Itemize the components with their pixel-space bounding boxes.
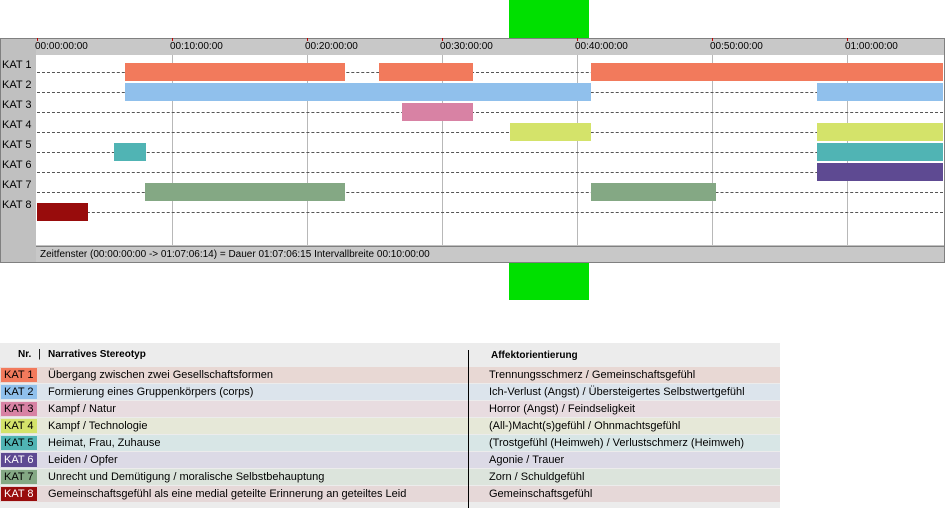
tick-mark — [442, 38, 443, 41]
category-segment[interactable] — [590, 183, 717, 201]
row-label: KAT 3 — [2, 99, 32, 111]
row-label: KAT 5 — [2, 139, 32, 151]
legend-row: KAT 8 Gemeinschaftsgefühl als eine medial… — [0, 486, 780, 502]
row-label: KAT 4 — [2, 119, 32, 131]
row-label: KAT 6 — [2, 159, 32, 171]
row-guide — [37, 212, 943, 213]
affekt-text: Ich-Verlust (Angst) / Übersteigertes Sel… — [489, 386, 745, 398]
status-bar: Zeitfenster (00:00:00:00 -> 01:07:06:14)… — [36, 246, 944, 262]
row-guide — [37, 132, 943, 133]
category-badge: KAT 4 — [1, 419, 37, 433]
category-segment[interactable] — [817, 123, 943, 141]
stereotyp-text: Übergang zwischen zwei Gesellschaftsform… — [48, 369, 273, 381]
category-badge: KAT 2 — [1, 385, 37, 399]
legend-header-stereotyp: Narratives Stereotyp — [48, 349, 146, 360]
affekt-text: (All-)Macht(s)gefühl / Ohnmachtsgefühl — [489, 420, 681, 432]
grid-line — [307, 55, 308, 245]
category-badge: KAT 5 — [1, 436, 37, 450]
tick-label: 00:10:00:00 — [170, 41, 223, 52]
affekt-text: Zorn / Schuldgefühl — [489, 471, 585, 483]
tick-mark — [37, 38, 38, 41]
legend-row: KAT 2 Formierung eines Gruppenkörpers (co… — [0, 384, 780, 400]
tick-label: 00:00:00:00 — [35, 41, 88, 52]
category-segment[interactable] — [817, 83, 943, 101]
category-segment[interactable] — [113, 143, 147, 161]
legend-row: KAT 1 Übergang zwischen zwei Gesellschaft… — [0, 367, 780, 383]
row-guide — [37, 112, 943, 113]
grid-line — [442, 55, 443, 245]
tick-mark — [307, 38, 308, 41]
stereotyp-text: Heimat, Frau, Zuhause — [48, 437, 161, 449]
stereotyp-text: Gemeinschaftsgefühl als eine medial gete… — [48, 488, 407, 500]
grid-line — [577, 55, 578, 245]
grid-line — [172, 55, 173, 245]
legend-row: KAT 3 Kampf / Natur Horror (Angst) / Feind… — [0, 401, 780, 417]
category-segment[interactable] — [509, 123, 591, 141]
marker-bottom — [509, 263, 589, 300]
stereotyp-text: Kampf / Technologie — [48, 420, 148, 432]
legend-header-nr: Nr. — [18, 349, 32, 360]
legend-row: KAT 6 Leiden / Opfer Agonie / Trauer — [0, 452, 780, 468]
legend-row: KAT 5 Heimat, Frau, Zuhause (Trostgefühl (… — [0, 435, 780, 451]
tick-mark — [712, 38, 713, 41]
legend-row: KAT 4 Kampf / Technologie (All-)Macht(s)ge… — [0, 418, 780, 434]
affekt-text: Horror (Angst) / Feindseligkeit — [489, 403, 636, 415]
legend-header-sep: | — [38, 348, 41, 360]
category-badge: KAT 6 — [1, 453, 37, 467]
affekt-text: Gemeinschaftsgefühl — [489, 488, 593, 500]
row-label: KAT 1 — [2, 59, 32, 71]
time-ruler[interactable] — [36, 39, 944, 55]
stereotyp-text: Leiden / Opfer — [48, 454, 118, 466]
category-segment[interactable] — [145, 63, 345, 81]
row-guide — [37, 192, 943, 193]
category-segment[interactable] — [145, 183, 345, 201]
tick-label: 00:30:00:00 — [440, 41, 493, 52]
category-segment[interactable] — [145, 83, 591, 101]
category-badge: KAT 3 — [1, 402, 37, 416]
category-badge: KAT 8 — [1, 487, 37, 501]
row-label: KAT 8 — [2, 199, 32, 211]
row-guide — [37, 152, 943, 153]
marker-top — [509, 0, 589, 38]
stereotyp-text: Unrecht und Demütigung / moralische Selb… — [48, 471, 325, 483]
category-badge: KAT 1 — [1, 368, 37, 382]
row-label: KAT 2 — [2, 79, 32, 91]
category-segment[interactable] — [590, 63, 943, 81]
row-guide — [37, 72, 943, 73]
affekt-text: Trennungsschmerz / Gemeinschaftsgefühl — [489, 369, 696, 381]
tick-label: 00:50:00:00 — [710, 41, 763, 52]
stereotyp-text: Formierung eines Gruppenkörpers (corps) — [48, 386, 254, 398]
stereotyp-text: Kampf / Natur — [48, 403, 116, 415]
tick-mark — [577, 38, 578, 41]
legend-header-affekt: Affektorientierung — [491, 350, 578, 361]
category-segment[interactable] — [378, 63, 474, 81]
category-badge: KAT 7 — [1, 470, 37, 484]
tick-mark — [172, 38, 173, 41]
category-segment[interactable] — [817, 163, 943, 181]
tick-label: 00:40:00:00 — [575, 41, 628, 52]
tick-label: 01:00:00:00 — [845, 41, 898, 52]
grid-line — [712, 55, 713, 245]
timeline-layer: 00:00:00:00 00:10:00:00 00:20:00:00 00:30:0… — [0, 0, 945, 263]
category-segment[interactable] — [37, 203, 89, 221]
tick-mark — [847, 38, 848, 41]
category-segment[interactable] — [401, 103, 474, 121]
legend-divider — [468, 350, 469, 508]
row-label: KAT 7 — [2, 179, 32, 191]
legend-table: Nr. | Narratives Stereotyp Affektorienti… — [0, 343, 780, 508]
legend-row: KAT 7 Unrecht und Demütigung / moralische… — [0, 469, 780, 485]
affekt-text: (Trostgefühl (Heimweh) / Verlustschmerz … — [489, 437, 745, 449]
tick-label: 00:20:00:00 — [305, 41, 358, 52]
row-guide — [37, 172, 943, 173]
affekt-text: Agonie / Trauer — [489, 454, 565, 466]
category-segment[interactable] — [817, 143, 943, 161]
